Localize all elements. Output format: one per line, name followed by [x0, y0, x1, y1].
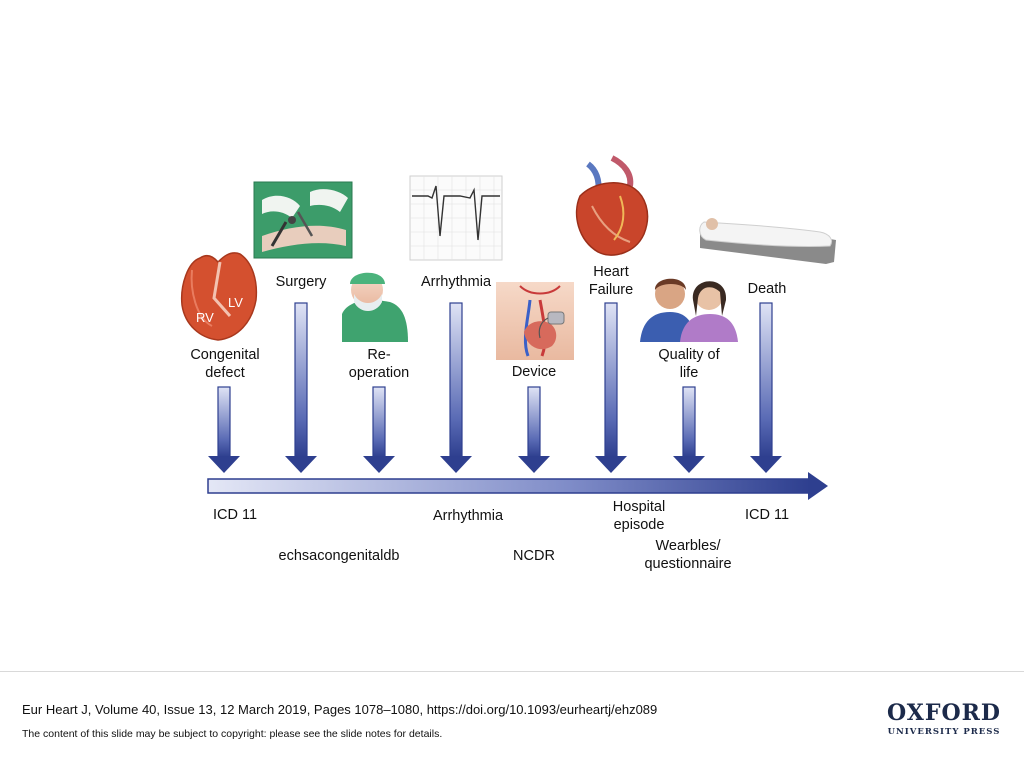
event-label-heart-failure: Heart Failure	[588, 264, 634, 298]
down-arrow-heart-failure	[595, 302, 627, 473]
oxford-logo: OXFORD	[887, 700, 1001, 726]
heart-section-icon: RV LV	[180, 252, 258, 341]
source-label-echsa: echsacongenitaldb	[278, 548, 400, 564]
oxford-logo-subtitle: UNIVERSITY PRESS	[887, 727, 1001, 737]
rv-label: RV	[196, 310, 214, 325]
source-label-ncdr: NCDR	[513, 548, 555, 564]
copyright-text: The content of this slide may be subject…	[22, 728, 443, 740]
source-label-hospital: Hospital episode	[612, 499, 666, 533]
down-arrow-death	[750, 302, 782, 473]
down-arrow-quality-of-life	[673, 386, 705, 473]
source-label-wearables: Wearbles/ questionnaire	[644, 538, 732, 572]
event-label-arrhythmia: Arrhythmia	[420, 274, 492, 290]
source-label-icd11-left: ICD 11	[212, 507, 258, 523]
device-icon	[496, 282, 574, 360]
event-label-congenital-text: Congenital defect	[190, 347, 260, 381]
down-arrow-congenital	[208, 386, 240, 473]
event-label-quality-of-life: Quality of life	[658, 347, 720, 381]
event-label-device: Device	[511, 364, 557, 380]
event-label-death: Death	[747, 281, 787, 297]
down-arrow-reoperation	[363, 386, 395, 473]
citation-text: Eur Heart J, Volume 40, Issue 13, 12 Mar…	[22, 702, 658, 717]
people-icon	[640, 278, 738, 342]
surgery-icon	[253, 181, 353, 259]
event-label-congenital: Congenital defect	[175, 346, 275, 382]
down-arrow-surgery	[285, 302, 317, 473]
event-label-surgery: Surgery	[275, 274, 327, 290]
down-arrow-arrhythmia	[440, 302, 472, 473]
heart-failure-icon	[575, 155, 649, 256]
ecg-icon	[409, 175, 503, 261]
death-icon	[699, 218, 836, 264]
source-label-icd11-right: ICD 11	[744, 507, 790, 523]
down-arrow-device	[518, 386, 550, 473]
lv-label: LV	[228, 295, 243, 310]
footer-divider	[0, 671, 1024, 672]
timeline-arrow	[207, 472, 828, 500]
source-label-arrhythmia: Arrhythmia	[432, 508, 504, 524]
surgeon-icon	[342, 272, 408, 342]
event-label-reoperation: Re- operation	[348, 347, 410, 381]
